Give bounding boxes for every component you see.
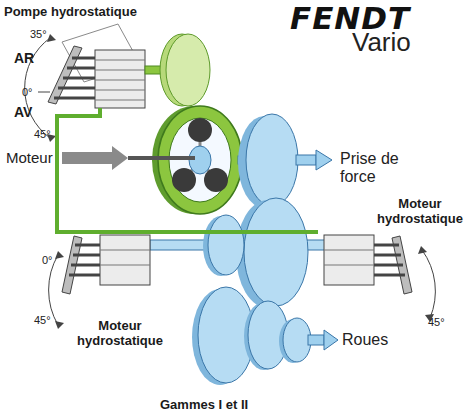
component-label: Moteur hydrostatique xyxy=(60,318,180,348)
motor-symbol-part xyxy=(422,250,435,318)
pump-symbol-part xyxy=(67,67,95,70)
pump-symbol-part xyxy=(95,100,145,101)
engine-input-arrow-part xyxy=(62,146,128,170)
pto-gear-part xyxy=(296,155,316,165)
pump-gear xyxy=(160,34,210,106)
range-gears xyxy=(192,287,338,385)
angle-arc-part xyxy=(38,92,50,93)
motor-symbol-part xyxy=(69,274,100,277)
motor-symbol-part xyxy=(324,235,374,285)
motor-symbol-part xyxy=(374,254,401,257)
pump-gear-part xyxy=(166,34,210,106)
pump-symbol-part xyxy=(95,90,145,91)
pump-symbol-part xyxy=(63,77,95,80)
model-name: Vario xyxy=(352,27,411,57)
pto-gear-part xyxy=(316,150,332,170)
motor-symbol-part xyxy=(100,250,150,251)
angle-arc-part xyxy=(47,34,56,42)
component-node: Moteur hydrostatique xyxy=(50,225,190,347)
motor-symbol-part xyxy=(324,265,374,266)
motor-symbol-part xyxy=(374,274,405,277)
motor-symbol xyxy=(324,235,435,322)
motor-symbol-part xyxy=(55,321,64,329)
summing-gears xyxy=(150,198,330,308)
pto-gear-part xyxy=(246,114,298,206)
component-node: Moteur hydrostatique xyxy=(318,196,470,308)
component-label: Moteur hydrostatique xyxy=(370,196,470,226)
motor-symbol xyxy=(49,235,150,329)
motor-symbol-part xyxy=(418,246,427,254)
planetary-gear-part xyxy=(188,118,212,142)
diagram-label: 45° xyxy=(34,314,51,327)
motor-symbol-part xyxy=(71,264,100,267)
diagram-label: AV xyxy=(14,104,32,120)
pump-symbol-part xyxy=(95,60,145,61)
motor-symbol-part xyxy=(374,244,399,247)
summing-gears-part xyxy=(244,198,308,306)
diagram-label: Prise de force xyxy=(340,150,430,186)
motor-symbol-part xyxy=(324,250,374,251)
diagram-label: 45° xyxy=(428,316,445,329)
diagram-label: 0° xyxy=(42,254,53,267)
pump-symbol xyxy=(48,24,145,108)
pump-symbol-part xyxy=(72,57,95,60)
diagram-label: Roues xyxy=(342,331,388,349)
pump-symbol-part xyxy=(54,97,95,100)
range-gears-part xyxy=(324,330,338,350)
planetary-gear-part xyxy=(204,168,228,192)
hydraulic-line xyxy=(57,126,318,232)
range-gears-part xyxy=(283,318,311,362)
pump-symbol-part xyxy=(95,80,145,81)
pump-symbol-part xyxy=(48,46,82,104)
motor-symbol-part xyxy=(374,264,403,267)
diagram-label: Gammes I et II xyxy=(160,397,248,412)
range-gears-part xyxy=(308,335,324,345)
diagram-label: 35° xyxy=(30,28,47,41)
motor-symbol-part xyxy=(75,244,100,247)
hydraulic-line xyxy=(57,108,100,127)
pto-gear xyxy=(238,114,332,208)
engine-input-arrow-part xyxy=(128,156,195,160)
diagram-label: 0° xyxy=(22,86,33,99)
diagram-label: 45° xyxy=(34,128,51,141)
motor-symbol-part xyxy=(100,235,150,285)
pump-symbol-part xyxy=(95,50,145,108)
summing-gears-part xyxy=(208,215,244,275)
hydraulic-line-part xyxy=(57,108,100,127)
component-label: Pompe hydrostatique xyxy=(4,4,166,19)
pump-symbol-part xyxy=(95,70,145,71)
engine-input-arrow xyxy=(62,146,195,170)
diagram-label: AR xyxy=(14,50,34,66)
motor-symbol-part xyxy=(55,251,64,259)
diagram-label: Moteur xyxy=(6,149,53,166)
motor-symbol-part xyxy=(73,254,100,257)
motor-symbol-part xyxy=(100,265,150,266)
pump-symbol-part xyxy=(58,87,95,90)
planetary-gear-part xyxy=(172,168,196,192)
